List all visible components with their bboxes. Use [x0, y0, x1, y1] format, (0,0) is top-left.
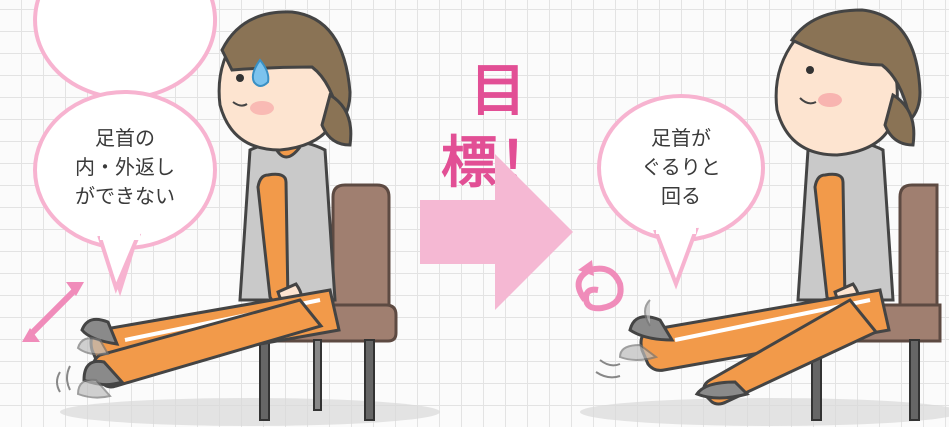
bubble-after-line-3: 回る [661, 184, 701, 208]
person-left-head [217, 10, 353, 152]
bubble-after-line-2: ぐるりと [641, 155, 721, 179]
bubble-text-after: 足首が ぐるりと 回る [601, 124, 761, 211]
bubble-before-line-2: 内・外返し [75, 155, 175, 179]
floor-shadow-right [580, 398, 949, 426]
sweat-drop-icon [251, 58, 270, 87]
person-right-head [774, 8, 922, 157]
rotate-arrow-icon [575, 265, 624, 312]
bubble-before-line-1: 足首の [95, 126, 155, 150]
wobble-arrow-icon [27, 287, 78, 338]
bubble-after-line-1: 足首が [651, 126, 711, 150]
bubble-before-line-3: ができない [75, 184, 175, 208]
bubble-text-before: 足首の 内・外返し ができない [45, 124, 205, 211]
person-right-body [618, 139, 895, 406]
goal-label: 目標！ [441, 59, 557, 196]
floor-shadow-left [60, 398, 440, 426]
